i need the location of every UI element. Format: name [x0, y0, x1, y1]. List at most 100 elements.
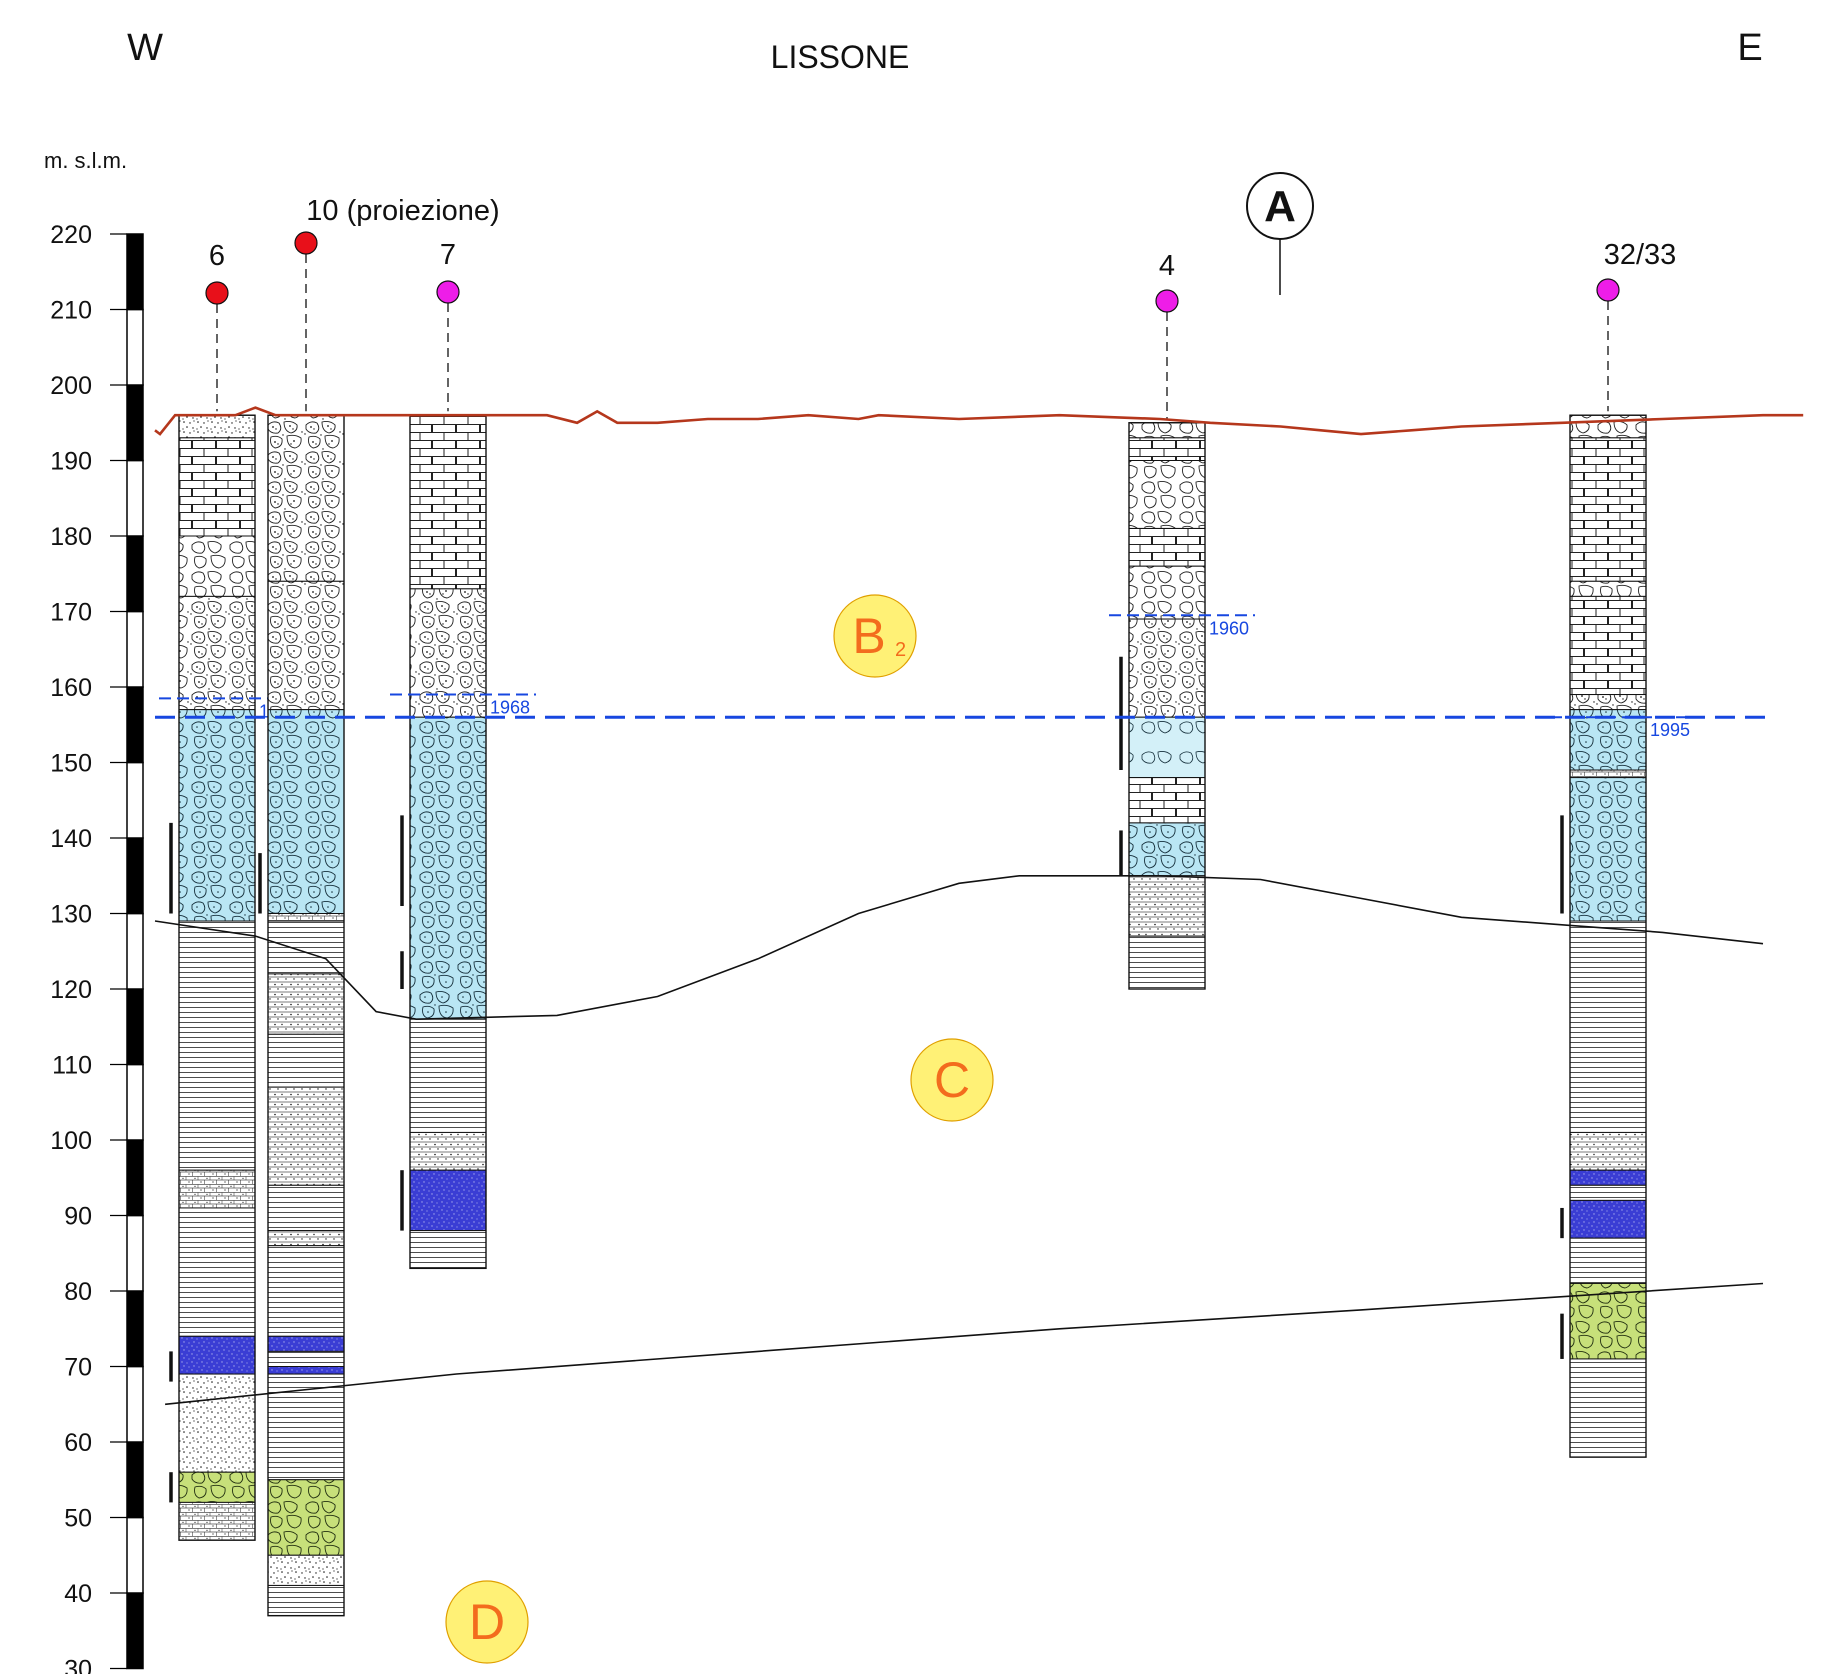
layer-gravel-sand: [1128, 618, 1206, 718]
layer-sand-aquifer: [178, 1335, 256, 1375]
scale-segment: [126, 384, 144, 462]
lines-group: [154, 406, 1804, 1406]
scale-tick-label: 40: [64, 1580, 92, 1608]
layer-sand: [178, 1373, 256, 1473]
scale-tick-label: 80: [64, 1278, 92, 1306]
borehole-4: 4 1960: [1109, 250, 1255, 990]
borehole-label: 7: [440, 239, 456, 271]
zone-c: C: [910, 1038, 994, 1122]
layer-sand: [178, 414, 256, 439]
scale-tick-label: 50: [64, 1505, 92, 1533]
layer-gravel-sand: [267, 580, 345, 711]
borehole-label: 10 (proiezione): [306, 195, 499, 227]
layer-conglomerate: [409, 414, 487, 590]
borehole-label: 4: [1159, 250, 1175, 282]
layer-silt: [178, 1501, 256, 1541]
layer-gravel: [1128, 565, 1206, 620]
scale-tick-label: 200: [50, 372, 92, 400]
scale-tick-label: 160: [50, 674, 92, 702]
layer-clay: [178, 920, 256, 1171]
scale-tick-label: 120: [50, 976, 92, 1004]
water-level-year: 1960: [1209, 618, 1249, 638]
layer-gravel-sand: [178, 595, 256, 711]
borehole-marker: [436, 280, 460, 304]
scale-segment: [126, 1441, 144, 1519]
scale-segment: [126, 1290, 144, 1368]
section-marker: A: [1246, 172, 1314, 295]
east-label: E: [1737, 27, 1762, 69]
scale-tick-label: 170: [50, 599, 92, 627]
layer-sand-clay: [409, 1131, 487, 1171]
layer-conglomerate: [1128, 527, 1206, 567]
layer-gravel: [1569, 414, 1647, 439]
layer-clay: [409, 1230, 487, 1269]
elevation-scale: 2202102001901801701601501401301201101009…: [50, 221, 144, 1674]
layer-clay: [267, 1245, 345, 1337]
scale-tick-label: 140: [50, 825, 92, 853]
scale-segment: [126, 1063, 144, 1141]
scale-segment: [126, 912, 144, 990]
layer-gravel-deep: [178, 1471, 256, 1503]
layer-gravel-aquifer: [409, 716, 487, 1020]
scale-tick-label: 60: [64, 1429, 92, 1457]
scale-segment: [126, 1139, 144, 1217]
scale-tick-label: 70: [64, 1354, 92, 1382]
layer-gravel-sand: [1569, 694, 1647, 711]
layer-sand-clay: [267, 973, 345, 1035]
scale-segment: [126, 1516, 144, 1594]
scale-segment: [126, 686, 144, 764]
layer-sand-aquifer: [1569, 1199, 1647, 1239]
layer-clay: [1569, 920, 1647, 1133]
borehole-label: 32/33: [1604, 239, 1677, 271]
terrain-profile: [154, 406, 1804, 436]
layer-gravel: [1128, 422, 1206, 439]
layer-gravel-aquifer: [178, 709, 256, 922]
layer-clay: [267, 1350, 345, 1368]
borehole-6: 61968: [159, 240, 305, 1541]
zone-d: D: [445, 1580, 529, 1664]
section-marker-label: A: [1264, 182, 1296, 231]
borehole-label: 6: [209, 240, 225, 272]
layer-sand-clay: [1128, 875, 1206, 937]
layer-conglomerate: [1128, 437, 1206, 462]
layer-silt: [178, 1169, 256, 1209]
borehole-10: 10 (proiezione): [258, 195, 500, 1617]
scale-segment: [126, 1214, 144, 1292]
layer-conglomerate: [178, 437, 256, 537]
scale-tick-label: 180: [50, 523, 92, 551]
scale-segment: [126, 988, 144, 1066]
layer-sand: [267, 1554, 345, 1586]
scale-tick-label: 100: [50, 1127, 92, 1155]
zone-label: D: [469, 1594, 505, 1650]
layer-conglomerate: [1128, 777, 1206, 824]
layer-sand-clay: [1569, 1131, 1647, 1171]
scale-tick-label: 210: [50, 297, 92, 325]
scale-tick-label: 150: [50, 750, 92, 778]
borehole-outline: [1569, 414, 1647, 1458]
layer-sand-aquifer: [267, 1366, 345, 1375]
borehole-marker: [294, 231, 318, 255]
scale-tick-label: 90: [64, 1203, 92, 1231]
boundary-b2-c: [154, 875, 1764, 1021]
layer-clay: [1569, 1358, 1647, 1458]
layer-gravel-aquifer: [267, 709, 345, 915]
borehole-marker: [1155, 289, 1179, 313]
layer-clay: [409, 1018, 487, 1133]
scale-segment: [126, 233, 144, 311]
zone-subscript: 2: [895, 639, 906, 661]
layer-silt: [267, 913, 345, 922]
layer-clay: [267, 1033, 345, 1088]
layer-clay: [1569, 1237, 1647, 1284]
layer-clay: [1569, 1184, 1647, 1201]
section-title: LISSONE: [771, 39, 910, 75]
borehole-marker: [205, 281, 229, 305]
borehole-outline: [1128, 422, 1206, 990]
scale-segment: [126, 308, 144, 386]
scale-tick-label: 190: [50, 448, 92, 476]
layer-gravel-sand: [409, 588, 487, 718]
scale-tick-label: 220: [50, 221, 92, 249]
